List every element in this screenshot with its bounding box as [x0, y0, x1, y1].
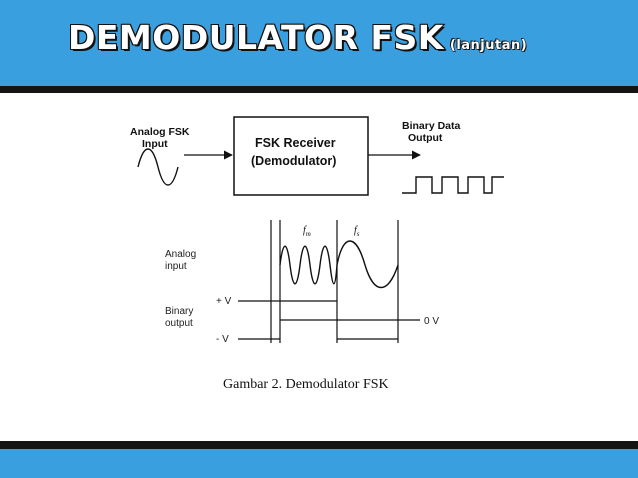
binary-output-label-line1: Binary: [165, 306, 193, 317]
slide-title: DEMODULATOR FSK (lanjutan): [67, 17, 528, 58]
receiver-box-line1: FSK Receiver: [255, 136, 336, 150]
plus-v-label: + V: [216, 296, 232, 307]
zero-v-label: 0 V: [424, 316, 439, 327]
output-square-wave: [402, 176, 504, 194]
input-label-line2: Input: [142, 138, 168, 150]
header-rule: [0, 86, 638, 93]
slide-title-main: DEMODULATOR FSK: [67, 17, 444, 58]
footer-band: [0, 449, 638, 478]
input-label-line1: Analog FSK: [130, 126, 190, 138]
input-sine-wave: [137, 148, 179, 186]
binary-output-label-line2: output: [165, 318, 193, 329]
output-label-line2: Output: [408, 132, 443, 144]
output-label-line1: Binary Data: [402, 120, 461, 132]
footer-rule: [0, 441, 638, 449]
freq-mark-label: fm: [303, 225, 311, 238]
figure-caption: Gambar 2. Demodulator FSK: [223, 377, 389, 392]
minus-v-label: - V: [216, 334, 229, 345]
analog-input-label-line2: input: [165, 261, 187, 272]
analog-input-label-line1: Analog: [165, 249, 196, 260]
fsk-demodulator-diagram: Analog FSK Input FSK Receiver (Demodulat…: [130, 116, 504, 392]
header-band: [0, 0, 638, 86]
receiver-box-line2: (Demodulator): [251, 154, 336, 168]
freq-space-label: fs: [354, 225, 360, 238]
slide-title-sub: (lanjutan): [449, 38, 528, 54]
receiver-box: [233, 116, 369, 196]
analog-fsk-waveform: [279, 240, 399, 288]
